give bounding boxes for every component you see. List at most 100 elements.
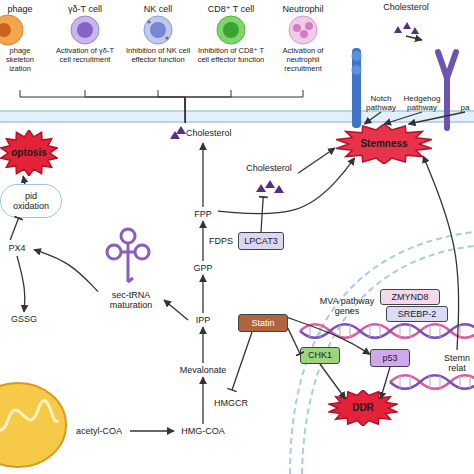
nucleus-lobe (293, 24, 301, 32)
starburst-shape (329, 390, 397, 426)
process-label: sec-tRNA maturation (98, 286, 164, 314)
pathway-arrow (218, 158, 355, 214)
metabolite: GPP (188, 261, 218, 275)
protein-box: CHK1 (300, 347, 340, 364)
node-text: CHK1 (308, 350, 332, 360)
node-text: phage (7, 4, 32, 14)
enzyme-label: FDPS (209, 236, 233, 246)
metabolite: IPP (188, 313, 218, 327)
bracket-connector (85, 90, 185, 123)
pathway-arrow (409, 112, 466, 124)
metabolite: Cholesterol (240, 163, 298, 197)
node-text: Stemn relat (440, 353, 474, 374)
protein-box: SREBP-2 (386, 306, 448, 322)
node-text: Notch pathway (362, 94, 400, 112)
cholesterol-molecule (256, 184, 266, 192)
node-text: LPCAT3 (244, 236, 277, 246)
metabolite: Cholesterol (168, 123, 240, 143)
cholesterol-molecule (411, 27, 419, 34)
node-text: NK cell (144, 4, 173, 14)
bracket-connector (20, 90, 185, 123)
node-text: Inhibition of CD8⁺ T cell effector funct… (196, 47, 266, 64)
granule (165, 36, 168, 39)
node-text: GPP (193, 263, 212, 273)
pathway-arrow (320, 364, 346, 399)
pathway-arrow (34, 250, 98, 292)
cd8-t-cell-icon (217, 16, 245, 44)
pathway-receptor: Hedgehog pathway (400, 40, 444, 112)
metabolite: Cholesterol (378, 2, 434, 36)
dna-strand (300, 324, 474, 338)
node-text: pid oxidation (9, 191, 53, 212)
cholesterol-molecule (403, 22, 411, 29)
metabolite: GSSG (4, 312, 44, 326)
receptor-domain (352, 51, 362, 61)
node-text: Mevalonate (180, 365, 227, 375)
pathway-arrow (298, 148, 335, 173)
pathway-arrow (288, 318, 370, 355)
drug-box: Statin (238, 314, 288, 332)
dna-strand (390, 375, 474, 389)
cell-nucleus (77, 22, 93, 38)
trna-stem (121, 243, 135, 282)
pathway-arrow (202, 327, 203, 363)
membrane-line (0, 121, 474, 123)
bracket-connector (185, 90, 231, 123)
node-text: FPP (194, 209, 212, 219)
nuclear-envelope (290, 232, 474, 474)
mitochondrion (0, 383, 66, 467)
starburst-shape (336, 124, 431, 164)
metabolite: Mevalonate (172, 363, 234, 377)
patched-receptor (438, 52, 456, 128)
pathway-arrow (384, 112, 422, 124)
node-text: Cholesterol (186, 128, 232, 138)
pathway-arrow (164, 300, 188, 320)
node-text: Cholesterol (246, 163, 292, 173)
node-text: Inhibition of NK cell effector function (125, 47, 191, 64)
node-text: Hedgehog pathway (400, 94, 444, 112)
node-text: phage skeleton ization (0, 47, 40, 73)
pathway-arrow (202, 377, 203, 424)
nucleus-lobe (305, 22, 313, 30)
receptor-domain (352, 65, 362, 75)
enzyme-box: LPCAT3 (238, 232, 284, 250)
protein-box: ZMYND8 (380, 289, 440, 305)
process-pill: pid oxidation (0, 184, 62, 218)
node-text: SREBP-2 (398, 309, 437, 319)
pathway-arrow (202, 275, 203, 313)
pathway-arrow (261, 197, 263, 232)
pathway-receptor: Notch pathway (362, 40, 400, 112)
annotation-label: MVA pathway genes (316, 296, 378, 317)
node-text: Statin (251, 318, 274, 328)
node-text: GSSG (11, 314, 37, 324)
immune-cell: phage phage skeleton ization (0, 2, 40, 90)
mitochondrial-cristae (0, 401, 58, 430)
bracket-connector (158, 90, 185, 123)
node-text: HMG-COA (181, 426, 225, 436)
cholesterol-molecule (265, 180, 275, 188)
pathway-receptor: pa (456, 40, 474, 112)
gene-label: Stemn relat (440, 350, 474, 376)
pathway-arrow (288, 328, 300, 353)
trna-icon (107, 229, 149, 282)
membrane-line (0, 110, 474, 112)
pathway-arrow (130, 430, 174, 431)
metabolite: FPP (188, 207, 218, 221)
pathway-arrow (23, 176, 25, 184)
protein-label: PX4 (0, 240, 34, 256)
node-text: PX4 (8, 243, 25, 253)
node-text: DDR (352, 402, 374, 414)
pathway-arrow (202, 221, 203, 261)
node-text: IPP (196, 315, 211, 325)
node-text: Stemness (360, 138, 407, 150)
cholesterol-molecule (274, 185, 284, 193)
node-text: sec-tRNA maturation (98, 290, 164, 311)
cell-nucleus (223, 22, 239, 38)
enzyme-label: HMGCR (214, 398, 248, 408)
node-text: ZMYND8 (391, 292, 428, 302)
nk-cell-icon (144, 16, 172, 44)
node-text: Neutrophil (282, 4, 323, 14)
node-text: Activation of γδ-T cell recruitment (52, 47, 118, 64)
